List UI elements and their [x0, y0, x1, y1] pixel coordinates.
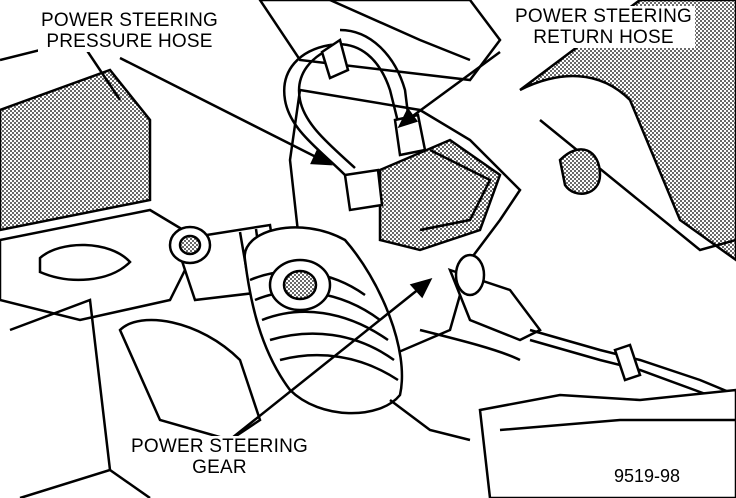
- label-steering-gear-line1: POWER STEERING: [131, 436, 308, 457]
- label-return-hose: POWER STEERING RETURN HOSE: [512, 6, 695, 48]
- label-pressure-hose-line2: PRESSURE HOSE: [46, 31, 213, 52]
- leader-lines: [119, 50, 501, 439]
- label-pressure-hose: POWER STEERING PRESSURE HOSE: [38, 10, 221, 52]
- arrowhead-gear: [409, 278, 433, 299]
- frame-upper: [258, 0, 736, 262]
- arrowhead-return-hose: [397, 107, 419, 129]
- frame-left: [0, 38, 202, 498]
- label-pressure-hose-line1: POWER STEERING: [41, 10, 218, 31]
- hose-lines: [282, 28, 427, 212]
- label-return-hose-line2: RETURN HOSE: [533, 27, 674, 48]
- label-steering-gear-line2: GEAR: [192, 457, 247, 478]
- figure-number: 9519-98: [612, 466, 683, 487]
- boot-bellows: [243, 226, 404, 415]
- leader-gear: [231, 287, 421, 439]
- arrowhead-pressure-hose: [310, 147, 333, 166]
- leader-pressure-hose: [119, 56, 319, 160]
- label-return-hose-line1: POWER STEERING: [515, 6, 692, 27]
- label-steering-gear: POWER STEERING GEAR: [128, 436, 311, 478]
- leader-return-hose: [409, 50, 501, 120]
- tie-rod-and-cable: [419, 253, 736, 407]
